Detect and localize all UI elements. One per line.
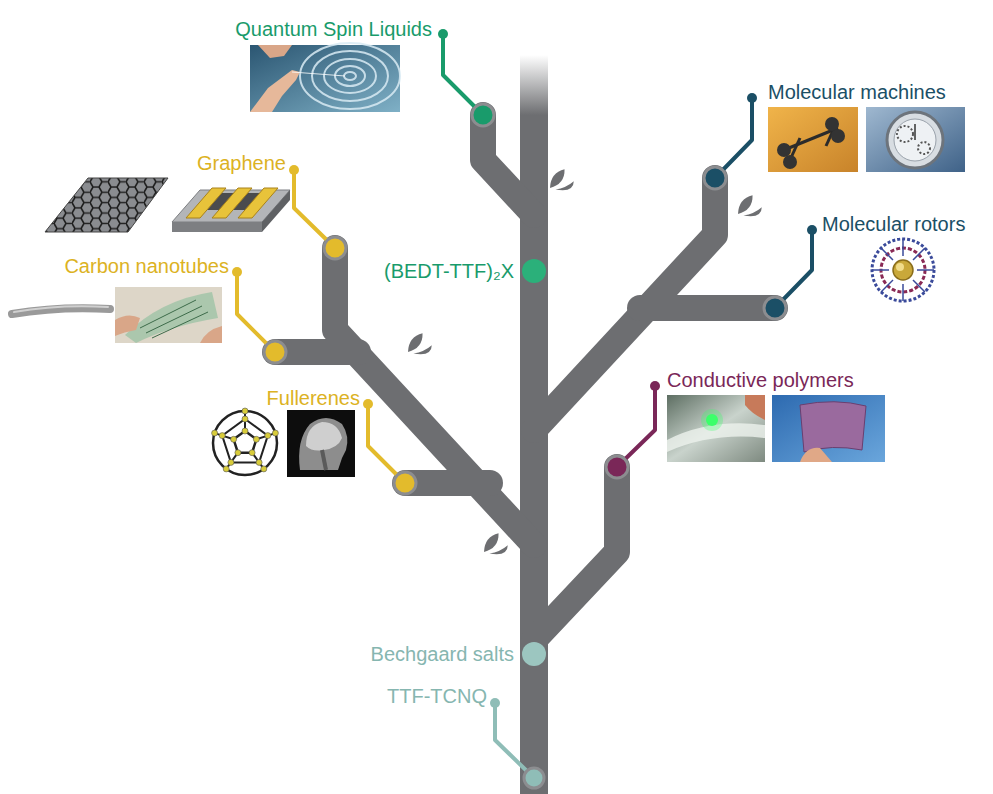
branch-dot <box>704 167 726 189</box>
leader-dot <box>232 267 242 277</box>
branch-label: Carbon nanotubes <box>64 254 229 278</box>
branch-label: Conductive polymers <box>667 368 854 392</box>
leader-dot <box>807 225 817 235</box>
leader-dot <box>747 93 757 103</box>
branch-label: Graphene <box>197 151 286 175</box>
tree-branch <box>483 115 534 215</box>
tree-branch <box>405 470 490 496</box>
trunk-dot <box>522 259 546 283</box>
graphene-sheet <box>45 178 168 232</box>
watch-photo <box>866 107 965 172</box>
branch-label: Molecular rotors <box>822 212 965 236</box>
tree-branch <box>534 467 617 640</box>
leader-line <box>237 272 275 352</box>
branch-nodes <box>264 104 786 788</box>
leader-dot <box>363 399 373 409</box>
leaf <box>733 193 764 223</box>
branch-dot <box>264 341 286 363</box>
trunk-label: (BEDT-TTF)₂X <box>384 259 514 283</box>
leader-line <box>617 386 655 467</box>
leader-dots <box>232 29 817 708</box>
branch-label: Quantum Spin Liquids <box>235 17 432 41</box>
branch-dot <box>472 104 494 126</box>
leader-line <box>775 230 812 308</box>
branch-label: Molecular machines <box>768 80 946 104</box>
nanotube <box>12 306 110 314</box>
tree-branch <box>640 295 775 321</box>
tree-branch <box>335 248 534 545</box>
leader-dot <box>289 165 299 175</box>
polymer-sheet-photo <box>772 395 885 462</box>
leaf <box>403 331 434 361</box>
ripple-photo <box>250 43 400 112</box>
leader-line <box>715 98 752 178</box>
leader-line <box>443 34 483 115</box>
branch-dot <box>394 472 416 494</box>
trunk-dot <box>522 642 546 666</box>
graphene-device <box>172 188 290 232</box>
polymer-photo <box>667 395 765 462</box>
leader-lines <box>237 34 812 778</box>
leaves <box>403 167 764 561</box>
trunk-label: Bechgaard salts <box>371 642 514 666</box>
leader-line <box>495 703 534 778</box>
buckyball <box>212 408 279 475</box>
leader-dot <box>650 381 660 391</box>
branch-dot <box>324 237 346 259</box>
nanotube-photo <box>115 287 222 343</box>
leaf <box>545 167 576 197</box>
leader-dot <box>438 29 448 39</box>
nanocar-photo <box>768 107 858 172</box>
leader-line <box>368 404 405 483</box>
branch-label: Fullerenes <box>267 386 360 410</box>
branch-dot <box>606 456 628 478</box>
rotor-molecule <box>872 239 934 301</box>
trunk-label: TTF-TCNQ <box>387 684 487 708</box>
mri-scan <box>287 410 355 477</box>
trunk-dot <box>524 768 544 788</box>
leader-line <box>294 170 335 248</box>
leaf <box>479 531 510 561</box>
leader-dot <box>490 698 500 708</box>
branch-dot <box>764 297 786 319</box>
